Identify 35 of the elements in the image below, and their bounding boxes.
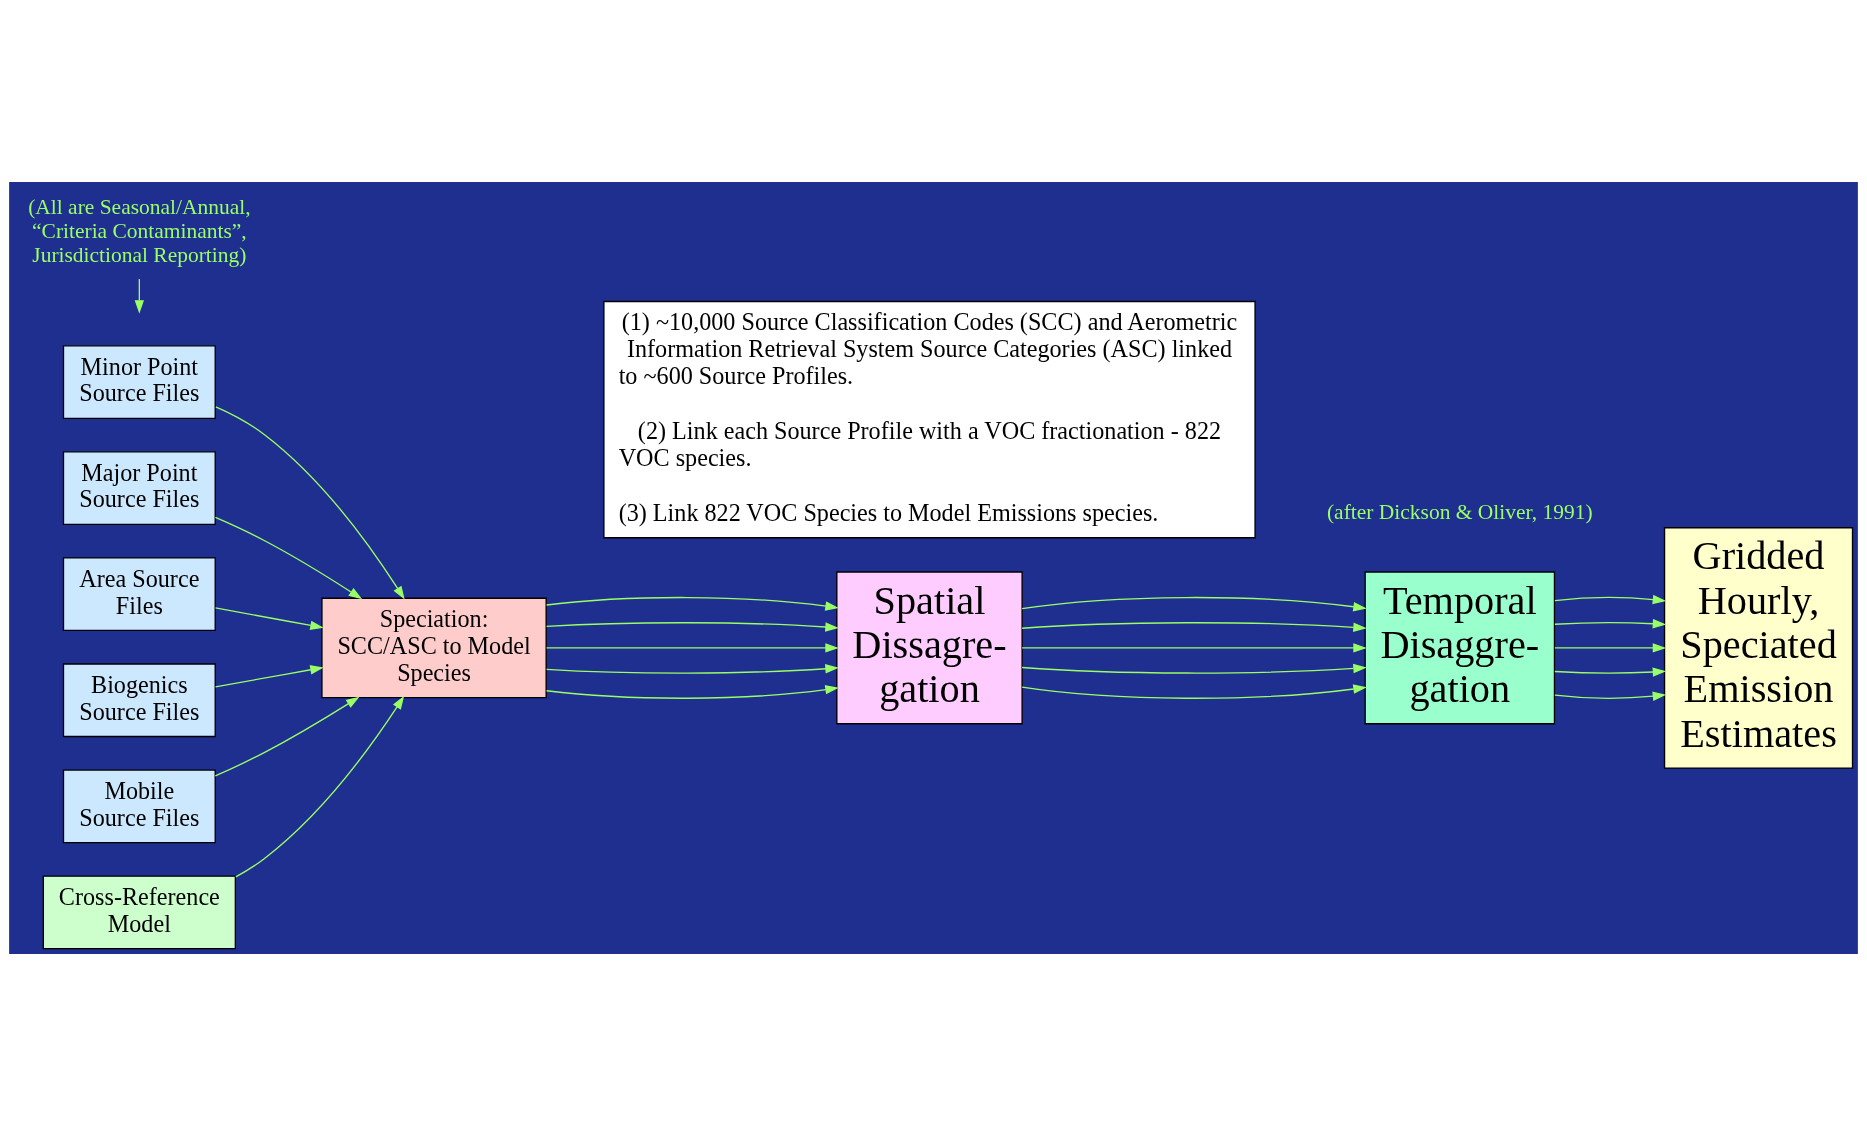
arrow bbox=[1021, 663, 1367, 674]
node-box: (1) ~10,000 Source Classification Codes (SCC) and Aerometric Information Retrieval System Source Categories (ASC) linked to ~600 Source Profiles. (2) Link each Source Profile with a VOC fractionation - 822 VOC species. (3) Link 822 VOC Species to Model Emissions species. bbox=[603, 300, 1256, 538]
node-box: Speciation: SCC/ASC to Model Species bbox=[321, 597, 547, 698]
arrow bbox=[1554, 618, 1667, 628]
arrow bbox=[1554, 691, 1667, 701]
node-box: Major Point Source Files bbox=[62, 450, 216, 525]
arrow bbox=[1021, 642, 1367, 653]
arrow bbox=[545, 684, 839, 699]
node-box: Temporal Disaggre- gation bbox=[1364, 570, 1556, 724]
node-box: Spatial Dissagre- gation bbox=[836, 570, 1023, 724]
arrow bbox=[545, 663, 839, 674]
node-box: Minor Point Source Files bbox=[62, 344, 216, 419]
node-box: Area Source Files bbox=[62, 556, 216, 631]
arrow bbox=[1554, 642, 1667, 653]
label: (after Dickson & Oliver, 1991) bbox=[1326, 499, 1593, 524]
node-box: Mobile Source Files bbox=[62, 768, 216, 843]
arrow bbox=[215, 405, 405, 600]
arrow bbox=[214, 516, 363, 599]
arrow bbox=[545, 596, 839, 611]
arrow bbox=[1021, 621, 1367, 632]
arrow bbox=[214, 696, 360, 777]
arrow bbox=[545, 621, 839, 632]
node-box: Gridded Hourly, Speciated Emission Estimates bbox=[1663, 526, 1854, 769]
arrow bbox=[1554, 594, 1667, 604]
node-box: Cross-Reference Model bbox=[42, 874, 236, 949]
arrow bbox=[1554, 666, 1667, 677]
arrow bbox=[134, 277, 145, 314]
arrow bbox=[1021, 683, 1367, 699]
node-text: (All are Seasonal/Annual, “Criteria Contaminants”, Jurisdictional Reporting) bbox=[28, 194, 251, 267]
arrow bbox=[545, 642, 839, 653]
arrow bbox=[214, 664, 324, 687]
arrow bbox=[235, 695, 405, 877]
node-box: Biogenics Source Files bbox=[62, 662, 216, 737]
arrow bbox=[1021, 596, 1367, 611]
arrow bbox=[214, 606, 324, 630]
